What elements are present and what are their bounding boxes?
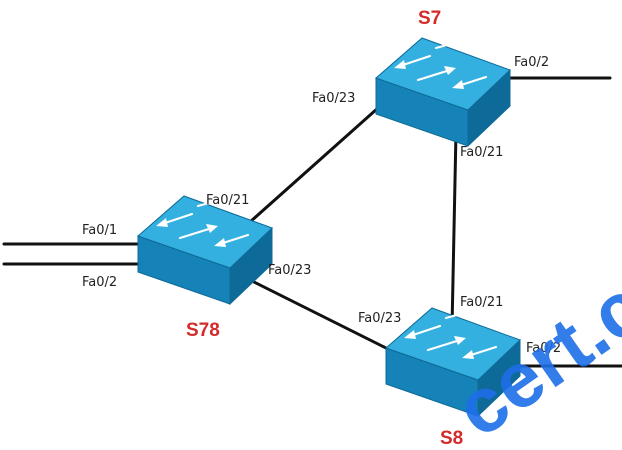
port-label-s8-fa0-21: Fa0/21 — [460, 295, 503, 310]
port-label-s78-fa0-1: Fa0/1 — [82, 223, 117, 238]
link-s78-s7 — [248, 106, 380, 224]
switch-name-s7: S7 — [418, 8, 441, 29]
port-label-s78-fa0-23: Fa0/23 — [268, 263, 311, 278]
link-s7-s8 — [450, 130, 458, 330]
switch-name-s8: S8 — [440, 428, 463, 449]
port-label-s78-fa0-21: Fa0/21 — [206, 193, 249, 208]
port-label-s7-fa0-21: Fa0/21 — [460, 145, 503, 160]
switch-name-s78: S78 — [186, 320, 220, 341]
switch-icon — [136, 191, 274, 306]
switch-s7[interactable] — [374, 33, 512, 148]
link-s78-s8 — [244, 276, 392, 352]
port-label-s78-fa0-2: Fa0/2 — [82, 275, 117, 290]
port-label-s8-fa0-23: Fa0/23 — [358, 311, 401, 326]
port-label-s7-fa0-2: Fa0/2 — [514, 55, 549, 70]
port-label-s8-fa0-2: Fa0/2 — [526, 341, 561, 356]
switch-icon — [374, 33, 512, 148]
switch-s78[interactable] — [136, 191, 274, 306]
links — [2, 76, 622, 368]
port-label-s7-fa0-23: Fa0/23 — [312, 91, 355, 106]
